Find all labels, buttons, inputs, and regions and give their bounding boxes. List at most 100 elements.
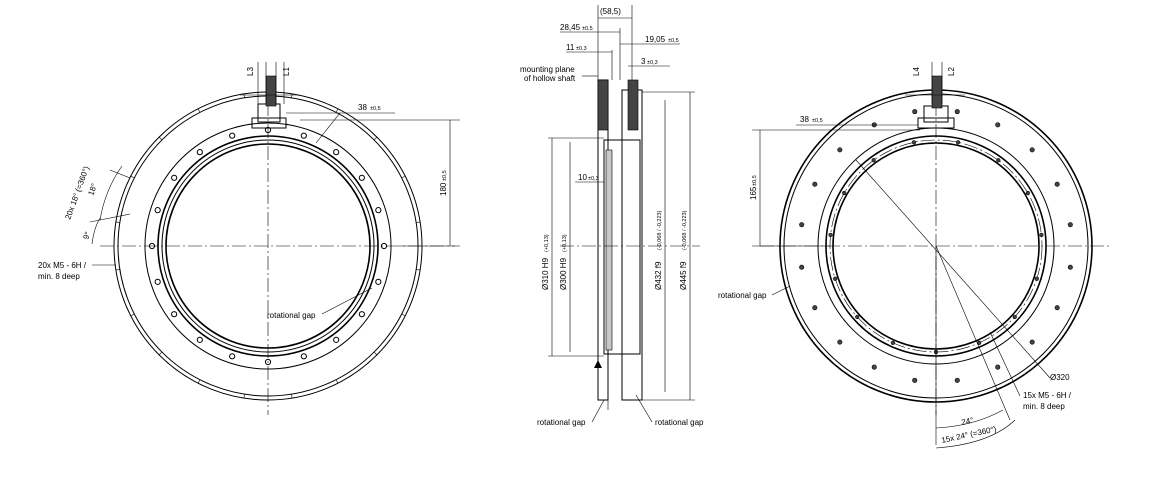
side-rot-gap-left-leader xyxy=(591,399,605,423)
side-connector-right xyxy=(627,79,639,131)
back-mounting-holes xyxy=(828,140,1044,355)
outer-hole xyxy=(954,377,960,383)
back-outer-holes xyxy=(799,109,1073,383)
mounting-hole xyxy=(842,190,847,196)
back-angle-24: 24° xyxy=(961,416,975,427)
back-angle-ext-2 xyxy=(935,245,1011,421)
side-d3: 3 xyxy=(641,57,646,66)
front-connector-body xyxy=(257,103,281,123)
outer-hole xyxy=(912,377,918,383)
ring-tick xyxy=(130,175,135,179)
back-tol38: ±0,5 xyxy=(812,118,823,124)
ring-tick xyxy=(291,394,293,399)
back-d320-leader xyxy=(855,159,1051,379)
back-hole-note-2: min. 8 deep xyxy=(1023,402,1065,411)
side-rotor-insert xyxy=(605,149,613,351)
mounting-hole xyxy=(171,311,178,318)
back-view: L4 L2 38 ±0,5 165 ±0,5 rotational gap Ø3… xyxy=(718,62,1110,449)
outer-hole xyxy=(1054,305,1060,311)
mounting-hole xyxy=(333,149,340,156)
ring-tick xyxy=(416,269,421,271)
ring-tick xyxy=(115,269,120,271)
mounting-hole xyxy=(1034,276,1039,281)
side-tol2845: ±0,5 xyxy=(582,26,593,32)
mounting-hole xyxy=(871,158,876,163)
front-angle-arc-9 xyxy=(91,217,101,245)
outer-hole xyxy=(995,364,1001,370)
outer-hole xyxy=(812,305,818,311)
front-tol180: ±0,5 xyxy=(442,170,448,181)
ring-tick xyxy=(243,394,245,399)
front-angle-18: 18° xyxy=(86,182,99,196)
front-hole-note-2: min. 8 deep xyxy=(38,272,80,281)
front-hole-note-1: 20x M5 - 6H / xyxy=(38,261,87,270)
side-arrow-head xyxy=(594,360,602,368)
mounting-hole xyxy=(264,358,272,366)
front-angle-ext-1 xyxy=(109,169,131,179)
side-d2845: 28,45 xyxy=(560,23,581,32)
back-d320: Ø320 xyxy=(1050,373,1070,382)
outer-hole xyxy=(837,339,843,345)
front-view: L3 L1 38 ±0,5 180 ±0,5 20x 18° (=360°) 1… xyxy=(38,62,460,415)
ring-tick xyxy=(401,175,406,179)
side-d310: Ø310 H9 xyxy=(541,257,550,290)
outer-hole xyxy=(799,222,805,228)
front-connector-base xyxy=(251,117,287,129)
front-l1-label: L1 xyxy=(282,67,291,76)
front-rot-gap: rotational gap xyxy=(267,311,316,320)
side-d300: Ø300 H9 xyxy=(559,257,568,290)
side-tol300: (+0,13) xyxy=(562,234,568,252)
mounting-hole xyxy=(196,149,203,156)
back-rot-gap-leader xyxy=(771,285,791,296)
outer-hole xyxy=(995,122,1001,128)
ring-tick xyxy=(243,93,245,98)
outer-hole xyxy=(1067,222,1073,228)
outer-hole xyxy=(871,364,877,370)
ring-tick xyxy=(401,313,406,317)
mounting-hole xyxy=(1012,314,1017,320)
outer-hole xyxy=(1029,147,1035,153)
front-rot-gap-leader xyxy=(321,287,373,315)
mounting-hole xyxy=(154,207,161,214)
back-dim38: 38 xyxy=(800,115,809,124)
front-angle-ext-2 xyxy=(89,213,131,223)
side-rot-gap-left: rotational gap xyxy=(537,418,586,427)
back-hole-note-1: 15x M5 - 6H / xyxy=(1023,391,1072,400)
ring-tick xyxy=(115,221,120,223)
side-d445: Ø445 f9 xyxy=(679,261,688,290)
mounting-hole xyxy=(300,353,307,360)
mounting-hole xyxy=(855,314,860,320)
mounting-hole xyxy=(196,336,203,343)
mounting-hole xyxy=(154,278,161,285)
front-38-leader xyxy=(315,112,341,144)
mounting-hole xyxy=(911,140,917,145)
back-connector-base xyxy=(917,117,955,129)
back-rot-gap: rotational gap xyxy=(718,291,767,300)
back-angle-pitch: 15x 24° (=360°) xyxy=(941,424,998,445)
ring-tick xyxy=(130,313,135,317)
outer-hole xyxy=(812,181,818,187)
ring-tick xyxy=(158,351,163,356)
ring-tick xyxy=(158,136,163,141)
side-tol10: ±0,3 xyxy=(588,176,599,182)
mounting-hole xyxy=(300,132,307,139)
outer-hole xyxy=(912,109,918,115)
mounting-hole xyxy=(171,174,178,181)
outer-hole xyxy=(1067,264,1073,270)
side-d11: 11 xyxy=(566,43,575,52)
outer-hole xyxy=(1029,339,1035,345)
side-tol1905: ±0,5 xyxy=(668,38,679,44)
mounting-hole xyxy=(229,353,236,360)
front-angle-arc-18 xyxy=(99,165,123,221)
front-l3-label: L3 xyxy=(246,67,255,76)
mounting-hole xyxy=(358,174,365,181)
ring-tick xyxy=(291,93,293,98)
front-dim38: 38 xyxy=(358,103,367,112)
ring-tick xyxy=(335,108,339,113)
side-tol445: (-0,068 / -0,223) xyxy=(682,210,688,250)
side-tol310: (+0,13) xyxy=(544,234,550,252)
side-d585: (58,5) xyxy=(600,7,621,16)
ring-tick xyxy=(416,221,421,223)
mounting-hole xyxy=(996,158,1001,163)
